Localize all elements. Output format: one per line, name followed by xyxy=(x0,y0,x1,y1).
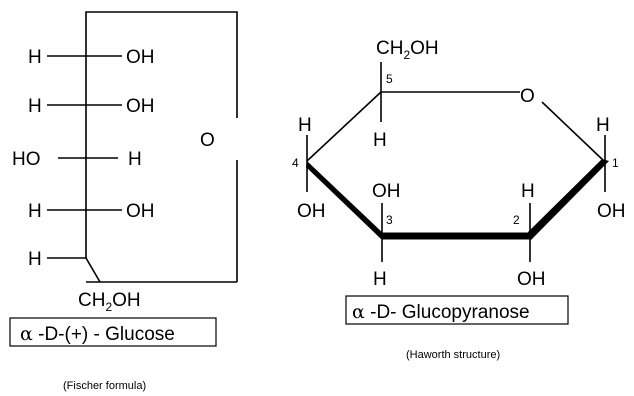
fischer-name-box xyxy=(9,317,217,347)
fischer-row-4-left: H xyxy=(28,201,42,222)
fischer-row-4-right: OH xyxy=(126,201,155,222)
haworth-c3-up-label: OH xyxy=(372,181,401,202)
haworth-c3-number: 3 xyxy=(386,213,393,227)
fischer-bond-ch2oh xyxy=(85,257,101,283)
haworth-c4-number: 4 xyxy=(292,156,299,170)
haworth-c5-number: 5 xyxy=(386,72,393,86)
haworth-c2-up-label: H xyxy=(521,181,535,202)
haworth-caption: (Haworth structure) xyxy=(406,349,500,361)
fischer-row-5-left: H xyxy=(28,249,42,270)
haworth-c1-number: 1 xyxy=(612,156,619,170)
fischer-ring-frame xyxy=(85,11,238,258)
haworth-ring-oxygen: O xyxy=(520,86,535,107)
haworth-c1-up-label: H xyxy=(596,115,610,136)
haworth-c2-number: 2 xyxy=(513,213,520,227)
haworth-bond-c5-c4 xyxy=(306,91,382,162)
fischer-ring-oxygen: O xyxy=(200,130,215,151)
haworth-bond-o-c1 xyxy=(541,101,605,162)
haworth-ch2oh-label: CH2OH xyxy=(376,38,439,62)
fischer-row-2-right: OH xyxy=(126,96,155,117)
haworth-name-box xyxy=(345,295,569,325)
haworth-wedge-c2-c1 xyxy=(528,159,609,240)
fischer-row-3-left: HO xyxy=(12,149,41,170)
fischer-row-1-right: OH xyxy=(126,47,155,68)
haworth-c5-down-label: H xyxy=(373,130,387,151)
fischer-name: α -D-(+) - Glucose xyxy=(20,323,175,345)
haworth-wedge-c4-c3 xyxy=(306,161,384,239)
haworth-c4-down-label: OH xyxy=(297,201,326,222)
fischer-ch2oh-label: CH2OH xyxy=(78,290,141,314)
haworth-c1-down-label: OH xyxy=(597,201,626,222)
haworth-c3-down-label: H xyxy=(373,269,387,290)
haworth-c2-down-label: OH xyxy=(517,269,546,290)
fischer-row-3-right: H xyxy=(128,149,142,170)
haworth-c4-up-label: H xyxy=(298,115,312,136)
fischer-row-1-left: H xyxy=(28,47,42,68)
fischer-caption: (Fischer formula) xyxy=(63,380,146,392)
haworth-structure: CH2OH 5 H O H 4 OH OH 3 H H 2 OH H 1 OH xyxy=(292,38,626,361)
fischer-row-2-left: H xyxy=(28,96,42,117)
fischer-formula: O H OH H OH HO H H OH H CH2OH α -D-(+) -… xyxy=(9,11,238,392)
haworth-name: α -D- Glucopyranose xyxy=(352,301,530,323)
